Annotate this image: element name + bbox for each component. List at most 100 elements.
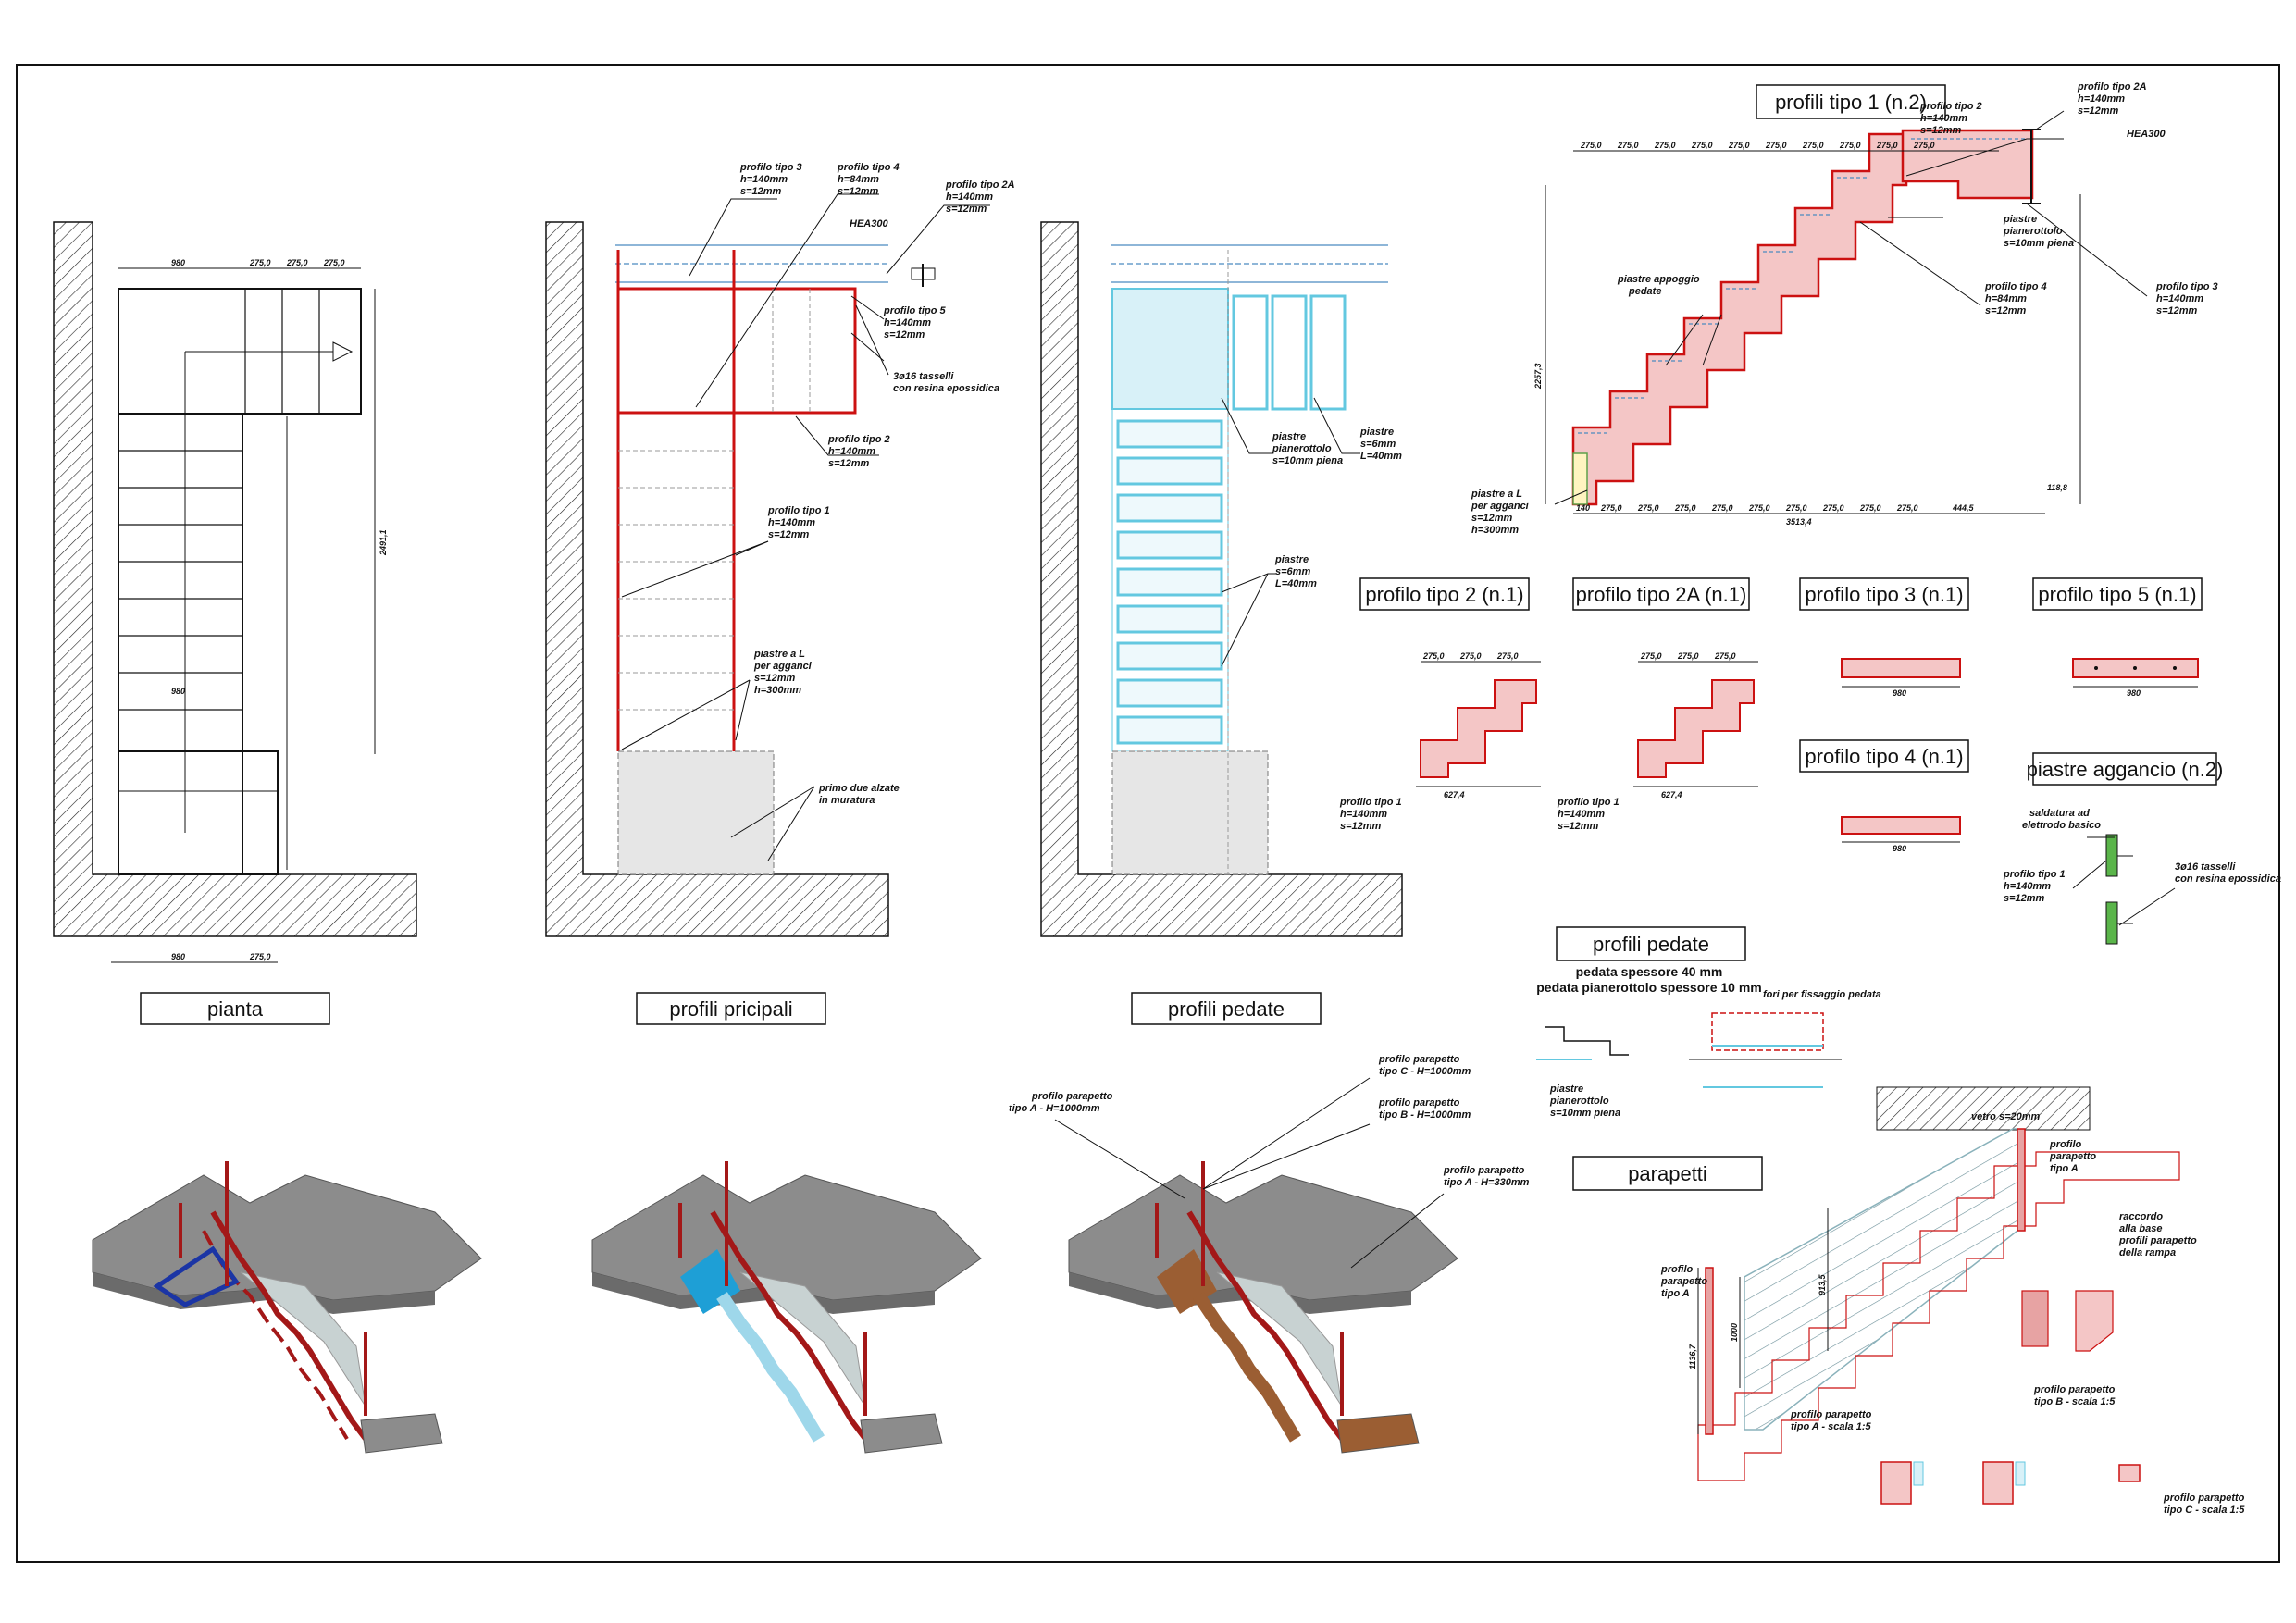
label-profilo-tipo-4-center: profilo tipo 4 h=84mm s=12mm <box>837 162 900 197</box>
svg-text:pedate: pedate <box>1628 286 1661 297</box>
svg-text:profili parapetto: profili parapetto <box>2118 1235 2197 1246</box>
svg-text:profilo parapetto: profilo parapetto <box>2163 1493 2245 1504</box>
svg-text:h=140mm: h=140mm <box>2078 93 2125 105</box>
label-t1-profilo-tipo-2a: profilo tipo 2A h=140mm s=12mm <box>2077 81 2147 117</box>
svg-text:L=40mm: L=40mm <box>1360 451 1402 462</box>
label-aggancio-tasselli: 3ø16 tasselli con resina epossidica <box>2175 861 2281 885</box>
svg-text:profilo tipo 3: profilo tipo 3 <box>2155 281 2218 292</box>
svg-text:della rampa: della rampa <box>2119 1247 2176 1258</box>
label-t1-piastre-l: piastre a L per agganci s=12mm h=300mm <box>1471 489 1530 536</box>
label-piastre-pianerottolo: piastre pianerottolo s=10mm piena <box>1272 431 1343 466</box>
dim-t1-top-8: 275,0 <box>1839 141 1861 150</box>
label-scala-a: profilo parapetto tipo A - scala 1:5 <box>1790 1409 1872 1432</box>
svg-text:h=140mm: h=140mm <box>946 192 993 203</box>
label-parapetto-tipo-a-right: profilo parapetto tipo A <box>2049 1139 2096 1174</box>
svg-text:s=12mm: s=12mm <box>2078 105 2119 117</box>
dim-t1-top-1: 275,0 <box>1580 141 1602 150</box>
label-tasselli-center: 3ø16 tasselli con resina epossidica <box>893 371 999 394</box>
svg-text:profilo tipo 2A: profilo tipo 2A <box>2077 81 2147 93</box>
dim-t1-bottom-444: 444,5 <box>1952 503 1975 513</box>
svg-text:s=10mm piena: s=10mm piena <box>1272 455 1343 466</box>
svg-text:con resina epossidica: con resina epossidica <box>2175 873 2281 885</box>
svg-text:profilo tipo 4: profilo tipo 4 <box>837 162 900 173</box>
label-scala-c: profilo parapetto tipo C - scala 1:5 <box>2163 1493 2245 1516</box>
svg-text:s=12mm: s=12mm <box>754 673 796 684</box>
svg-text:HEA300: HEA300 <box>850 218 888 229</box>
label-primi-due-alzate: primo due alzate in muratura <box>818 783 900 806</box>
svg-text:s=12mm: s=12mm <box>768 529 810 540</box>
svg-text:h=84mm: h=84mm <box>1985 293 2027 304</box>
title-profilo-tipo-3: profilo tipo 3 (n.1) <box>1805 583 1963 606</box>
svg-text:profilo parapetto: profilo parapetto <box>1443 1165 1525 1176</box>
svg-text:piastre a L: piastre a L <box>1471 489 1522 500</box>
svg-text:parapetto: parapetto <box>2049 1151 2096 1162</box>
svg-text:profilo parapetto: profilo parapetto <box>1378 1097 1460 1109</box>
label-saldatura: saldatura ad elettrodo basico <box>2022 808 2101 831</box>
svg-text:pianerottolo: pianerottolo <box>1549 1096 1609 1107</box>
label-raccordo: raccordo alla base profili parapetto del… <box>2118 1211 2197 1258</box>
svg-text:parapetto: parapetto <box>1660 1276 1707 1287</box>
title-profili-tipo-1: profili tipo 1 (n.2) <box>1775 91 1927 114</box>
label-t1-hea300: HEA300 <box>2127 129 2166 140</box>
svg-text:profilo tipo 3: profilo tipo 3 <box>739 162 802 173</box>
svg-text:in muratura: in muratura <box>819 795 875 806</box>
svg-text:pianerottolo: pianerottolo <box>2003 226 2063 237</box>
dim-t5-980: 980 <box>2127 688 2141 698</box>
dim-t1-bottom-6: 275,0 <box>1785 503 1807 513</box>
dim-t1-bottom-140: 140 <box>1576 503 1590 513</box>
profilo-tipo-5-detail: profilo tipo 5 (n.1) 980 <box>2032 577 2203 698</box>
svg-text:h=84mm: h=84mm <box>838 174 879 185</box>
dim-t2-top-1: 275,0 <box>1422 651 1445 661</box>
piastre-aggancio-detail: piastre aggancio (n.2) saldatura ad elet… <box>2003 752 2281 945</box>
svg-text:s=10mm piena: s=10mm piena <box>2004 238 2074 249</box>
svg-text:profilo tipo 2A: profilo tipo 2A <box>945 180 1015 191</box>
svg-text:h=140mm: h=140mm <box>1340 809 1387 820</box>
dim-t2-627: 627,4 <box>1444 790 1465 799</box>
label-3d-parapetto-c: profilo parapetto tipo C - H=1000mm <box>1378 1054 1471 1077</box>
dim-t1-bottom-3: 275,0 <box>1674 503 1696 513</box>
title-profili-principali: profili pricipali <box>669 997 792 1021</box>
dim-t1-top-2: 275,0 <box>1617 141 1639 150</box>
title-profili-pedate-section: profili pedate <box>1593 933 1709 956</box>
label-t2-profilo-tipo-1: profilo tipo 1 h=140mm s=12mm <box>1339 797 1402 832</box>
title-profilo-tipo-2: profilo tipo 2 (n.1) <box>1365 583 1523 606</box>
svg-text:profilo parapetto: profilo parapetto <box>1031 1091 1113 1102</box>
svg-text:3ø16 tasselli: 3ø16 tasselli <box>893 371 954 382</box>
profilo-tipo-2-detail: profilo tipo 2 (n.1) 275,0 275,0 275,0 6… <box>1339 577 1541 832</box>
title-profilo-tipo-4: profilo tipo 4 (n.1) <box>1805 745 1963 768</box>
dim-parapetti-1000: 1000 <box>1730 1323 1739 1342</box>
svg-text:profilo tipo 1: profilo tipo 1 <box>1557 797 1620 808</box>
label-aggancio-profilo-tipo-1: profilo tipo 1 h=140mm s=12mm <box>2003 869 2066 904</box>
svg-text:tipo C - scala 1:5: tipo C - scala 1:5 <box>2164 1505 2245 1516</box>
dim-t1-top-7: 275,0 <box>1802 141 1824 150</box>
svg-text:tipo B - scala 1:5: tipo B - scala 1:5 <box>2034 1396 2116 1407</box>
dim-t1-118: 118,8 <box>2047 483 2067 492</box>
svg-text:s=6mm: s=6mm <box>1275 566 1310 577</box>
dim-t4-980: 980 <box>1893 844 1906 853</box>
label-t1-piastre-appoggio: piastre appoggio pedate <box>1617 274 1700 297</box>
dim-t1-top-4: 275,0 <box>1691 141 1713 150</box>
title-profili-pedate: profili pedate <box>1168 997 1285 1021</box>
svg-text:h=140mm: h=140mm <box>828 446 875 457</box>
label-t1-piastre-pianerottolo: piastre pianerottolo s=10mm piena <box>2003 214 2074 249</box>
svg-text:s=12mm: s=12mm <box>2004 893 2045 904</box>
label-profilo-tipo-1-center: profilo tipo 1 h=140mm s=12mm <box>767 505 830 540</box>
dim-t1-bottom-5: 275,0 <box>1748 503 1770 513</box>
sheet-border <box>16 64 2280 1563</box>
svg-text:piastre appoggio: piastre appoggio <box>1617 274 1700 285</box>
svg-text:h=140mm: h=140mm <box>2156 293 2203 304</box>
label-parapetto-tipo-a: profilo parapetto tipo A <box>1660 1264 1707 1299</box>
svg-text:profilo tipo 4: profilo tipo 4 <box>1984 281 2047 292</box>
dim-parapetti-1136: 1136,7 <box>1688 1344 1697 1369</box>
svg-text:profilo tipo 2: profilo tipo 2 <box>827 434 890 445</box>
svg-text:alla base: alla base <box>2119 1223 2162 1234</box>
dim-plan-980-bottom: 980 <box>171 952 185 961</box>
svg-text:s=12mm: s=12mm <box>828 458 870 469</box>
label-t1-profilo-tipo-4: profilo tipo 4 h=84mm s=12mm <box>1984 281 2047 316</box>
dim-plan-980-mid: 980 <box>171 687 185 696</box>
svg-text:profilo: profilo <box>2049 1139 2081 1150</box>
dim-t1-top-6: 275,0 <box>1765 141 1787 150</box>
label-piastre-6mm-top: piastre s=6mm L=40mm <box>1359 427 1402 462</box>
parapetti-detail: parapetti 1136,7 1000 913,5 vetro s=20mm… <box>1572 1086 2245 1516</box>
svg-text:h=140mm: h=140mm <box>1558 809 1605 820</box>
